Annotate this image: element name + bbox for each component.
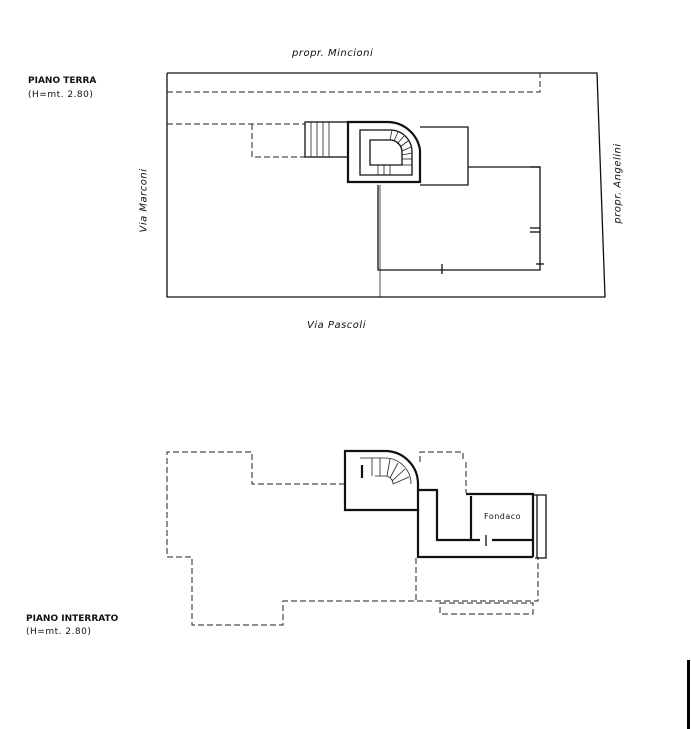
ground-floor-outline	[439, 602, 534, 615]
basement-title: PIANO INTERRATO	[26, 614, 119, 624]
corridor-wall	[416, 510, 533, 559]
east-neighbor-label: propr. Angelini	[612, 143, 624, 224]
entrance-steps	[304, 121, 349, 158]
basement-height: (H=mt. 2.80)	[26, 627, 92, 637]
external-wall	[533, 494, 547, 559]
south-street-label: Via Pascoli	[307, 320, 366, 331]
stair-well	[369, 139, 403, 166]
basement-plan	[166, 449, 547, 626]
scan-edge	[687, 660, 690, 729]
building-wall	[420, 126, 469, 186]
dimension-marks	[441, 166, 544, 274]
corridor-wall	[418, 488, 480, 542]
ground-floor-height: (H=mt. 2.80)	[28, 90, 94, 100]
ground-floor-outline	[419, 451, 464, 462]
spiral-steps	[377, 129, 413, 175]
basement-stair-wall	[343, 449, 420, 512]
basement-spiral-steps	[371, 458, 410, 485]
lot-boundary	[166, 72, 606, 298]
setback-line	[167, 73, 541, 93]
west-street-label: Via Marconi	[138, 168, 150, 233]
ground-floor-outline	[166, 451, 539, 626]
stair-inner	[359, 129, 413, 176]
ground-floor-plan	[166, 72, 606, 298]
building-wall	[377, 166, 541, 271]
fondaco-room-label: Fondaco	[484, 512, 522, 521]
steps-lines	[310, 122, 330, 157]
north-neighbor-label: propr. Mincioni	[292, 48, 374, 59]
fondaco-wall	[466, 492, 535, 557]
ground-floor-title: PIANO TERRA	[28, 76, 97, 86]
upper-floor-outline	[251, 124, 305, 158]
stair-core-wall	[346, 120, 422, 184]
